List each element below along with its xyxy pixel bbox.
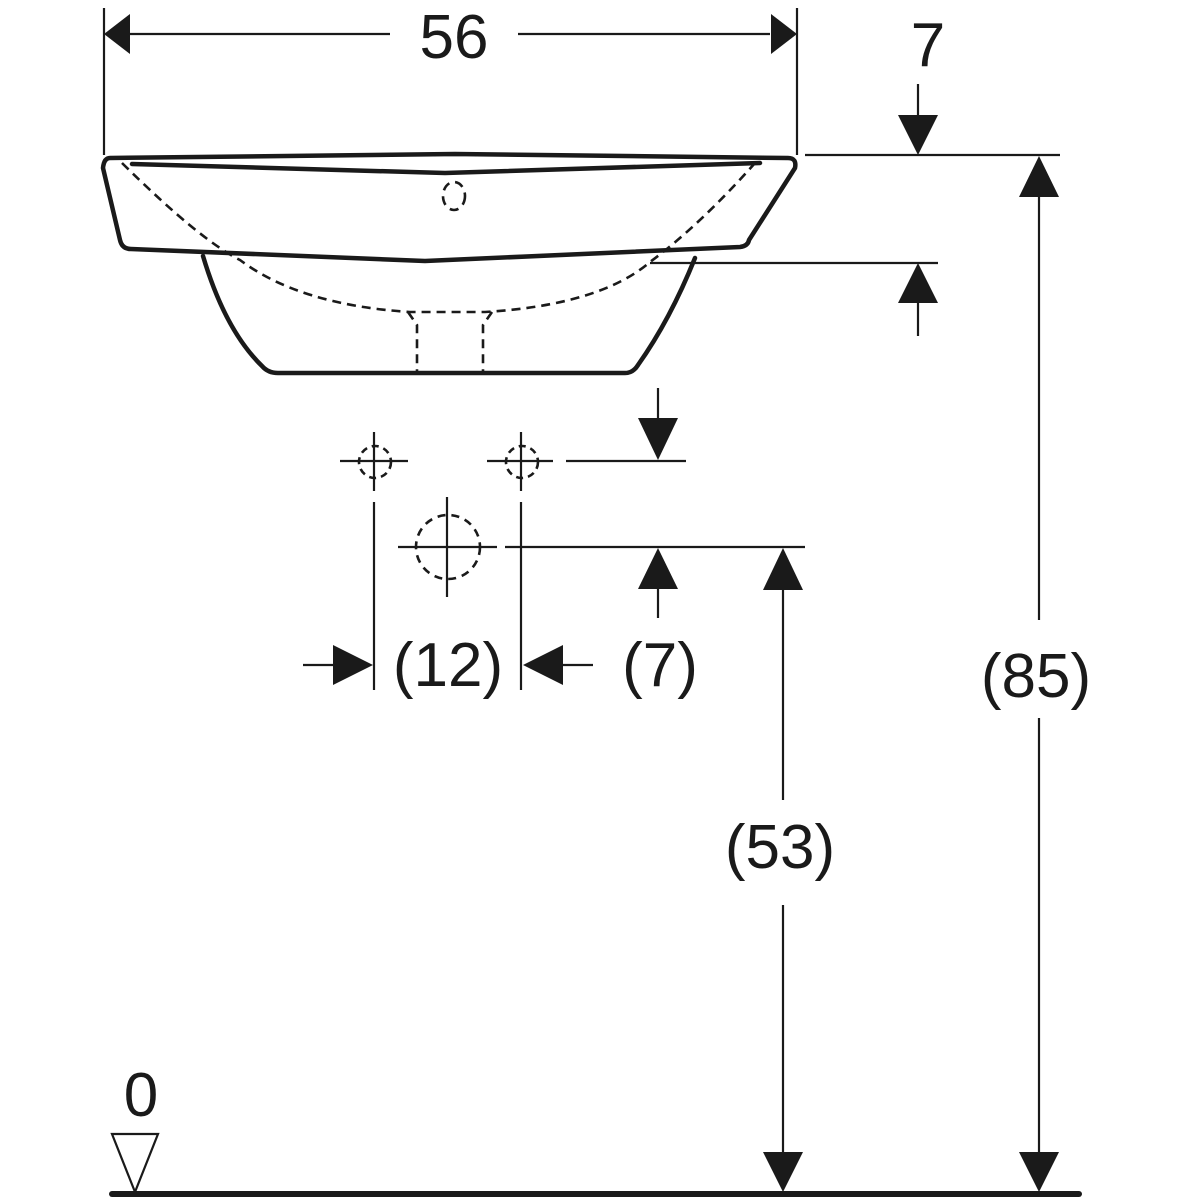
arrow-up-icon	[763, 548, 803, 590]
arrow-left-icon	[523, 645, 563, 685]
arrow-up-icon	[898, 263, 938, 303]
rim-thickness-dimension: 7	[650, 11, 1060, 336]
rim-height-dimension: (85)	[981, 156, 1091, 1192]
arrow-up-icon	[638, 548, 678, 589]
drain-height-dimension-lower	[763, 905, 803, 1192]
hidden-drain-right	[481, 311, 494, 372]
drain-height-label: (53)	[725, 813, 835, 882]
tap-drain-offset-dimension: (7)	[622, 388, 698, 700]
hidden-bowl-interior	[121, 162, 756, 314]
floor-level-label: 0	[124, 1061, 158, 1130]
crosshair-circle-icon	[487, 432, 553, 491]
level-triangle-icon	[110, 1132, 160, 1195]
drain-height-dimension: (53)	[725, 548, 835, 882]
hidden-drain-left	[406, 311, 419, 372]
rim-height-label: (85)	[981, 642, 1091, 711]
basin-rim	[100, 151, 798, 264]
tap-spacing-dimension: (12)	[303, 631, 593, 700]
arrow-down-icon	[1019, 1152, 1059, 1192]
connection-markers	[340, 432, 805, 690]
arrow-down-icon	[898, 115, 938, 155]
crosshair-circle-icon	[398, 497, 497, 597]
dashed-circle-icon	[441, 180, 467, 212]
arrow-down-icon	[763, 1152, 803, 1192]
arrow-down-icon	[638, 418, 678, 460]
rim-inner-edge	[129, 160, 763, 176]
arrow-left-icon	[104, 14, 130, 54]
arrow-right-icon	[771, 14, 797, 54]
tap-spacing-label: (12)	[393, 631, 503, 700]
offset-label: (7)	[622, 631, 698, 700]
floor-level: 0	[109, 1061, 1082, 1197]
crosshair-circle-icon	[340, 432, 408, 491]
basin-outline	[100, 151, 798, 376]
arrow-right-icon	[333, 645, 373, 685]
basin-bowl	[200, 253, 698, 376]
rim-thickness-label: 7	[911, 11, 945, 80]
width-label: 56	[420, 3, 489, 72]
arrow-up-icon	[1019, 156, 1059, 197]
width-dimension: 56	[102, 3, 799, 155]
